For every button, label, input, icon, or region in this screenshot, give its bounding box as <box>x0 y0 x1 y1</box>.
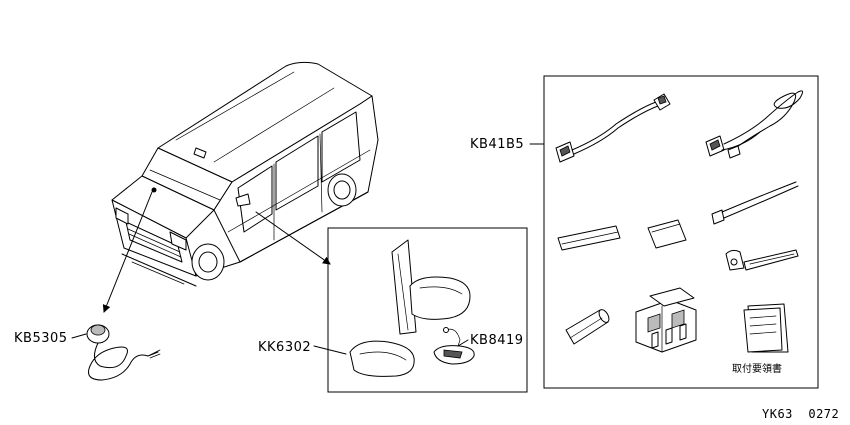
label-kb5305: KB5305 <box>14 331 68 346</box>
label-kk6302: KK6302 <box>258 340 311 355</box>
arrow-to-mirror-box <box>255 211 331 265</box>
arrow-to-kb5305 <box>102 191 153 313</box>
mirror-parts-box <box>327 227 528 393</box>
leader-kb8419 <box>457 339 469 347</box>
label-instructions: 取付要領書 <box>732 362 782 375</box>
minivan-illustration <box>111 61 379 287</box>
adhesive-tape-strip <box>557 225 621 251</box>
wire-harness-short <box>555 93 671 163</box>
cable-tie <box>711 181 799 225</box>
leader-kk6302 <box>313 345 347 355</box>
mirror-assembly <box>349 239 475 377</box>
label-kb41b5: KB41B5 <box>470 137 524 152</box>
harness-clip <box>725 249 799 271</box>
kit-parts-box <box>543 75 819 389</box>
label-kb8419: KB8419 <box>470 333 524 348</box>
kb5305-camera-part <box>86 324 161 381</box>
instruction-sheet <box>743 303 789 353</box>
protective-tube <box>565 309 610 345</box>
reference-code: YK63 0272 <box>762 407 839 421</box>
connector-bracket <box>635 287 697 353</box>
adhesive-pad <box>647 219 687 249</box>
wire-harness-long <box>705 90 804 159</box>
leader-kb5305 <box>71 333 87 339</box>
